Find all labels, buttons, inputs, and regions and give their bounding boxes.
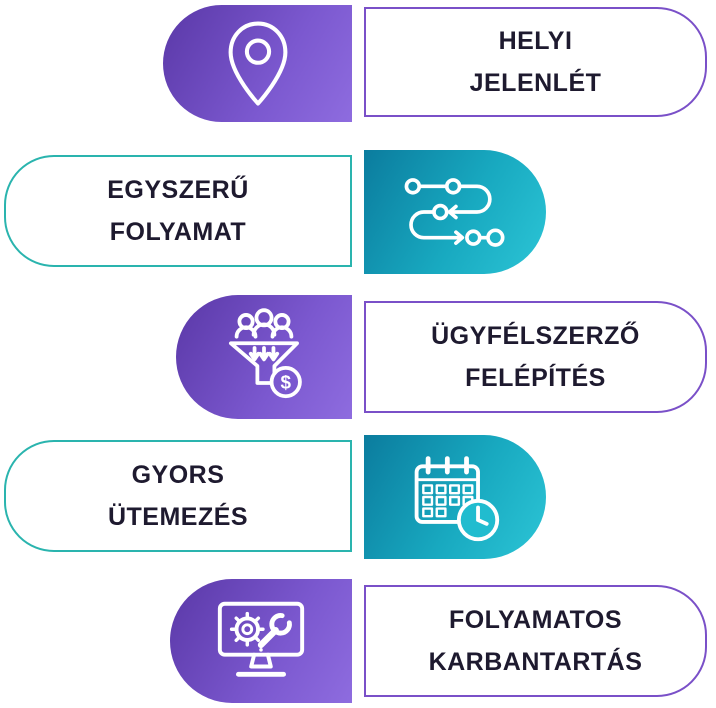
location-pin-icon <box>228 21 287 106</box>
label-gyors-utemezes: GYORS ÜTEMEZÉS <box>4 440 352 552</box>
label-line-1: HELYI <box>498 27 573 55</box>
label-line-1: GYORS <box>131 461 225 489</box>
label-helyi-jelenlet: HELYI JELENLÉT <box>364 7 707 117</box>
label-line-2: ÜTEMEZÉS <box>107 503 249 531</box>
icon-pill-helyi-jelenlet <box>163 5 352 122</box>
label-egyszeru-folyamat: EGYSZERŰ FOLYAMAT <box>4 155 352 267</box>
monitor-maintenance-icon <box>217 601 305 677</box>
icon-pill-ugyfelszerzo-felepites: $ <box>176 295 352 419</box>
label-line-2: KARBANTARTÁS <box>428 648 643 676</box>
calendar-clock-icon <box>414 456 500 542</box>
icon-pill-folyamatos-karbantartas <box>170 579 352 703</box>
label-line-2: FOLYAMAT <box>109 218 247 246</box>
icon-pill-egyszeru-folyamat <box>364 150 546 274</box>
label-line-2: FELÉPÍTÉS <box>465 364 606 392</box>
label-line-1: ÜGYFÉLSZERZŐ <box>431 322 640 350</box>
label-line-1: FOLYAMATOS <box>448 606 623 634</box>
label-line-2: JELENLÉT <box>469 69 602 97</box>
label-line-1: EGYSZERŰ <box>107 176 249 204</box>
label-folyamatos-karbantartas: FOLYAMATOS KARBANTARTÁS <box>364 585 707 697</box>
svg-text:$: $ <box>280 373 291 394</box>
process-flow-icon <box>404 178 505 247</box>
label-ugyfelszerzo-felepites: ÜGYFÉLSZERZŐ FELÉPÍTÉS <box>364 301 707 413</box>
sales-funnel-icon: $ <box>229 308 302 399</box>
icon-pill-gyors-utemezes <box>364 435 546 559</box>
